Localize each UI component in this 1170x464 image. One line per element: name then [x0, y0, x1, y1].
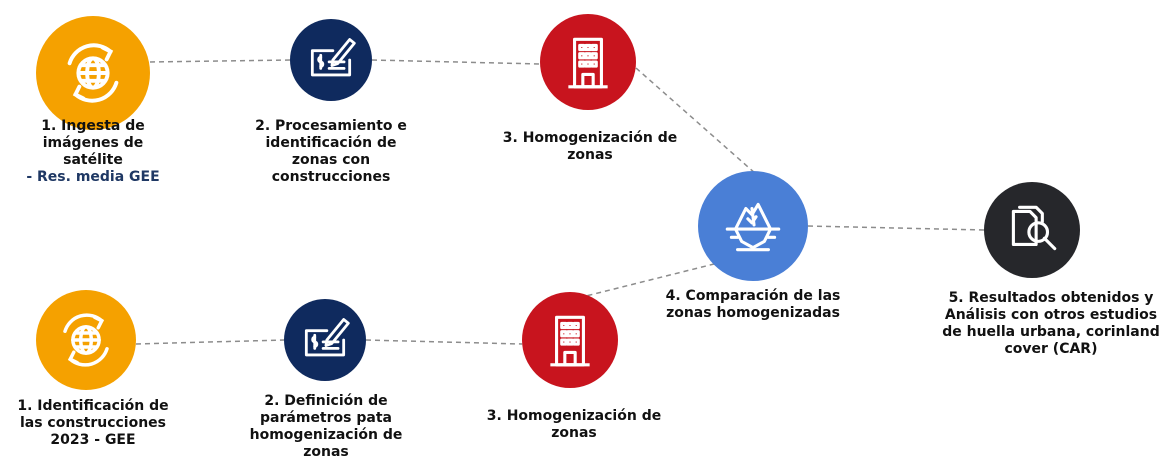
label-line: homogenización de — [249, 427, 403, 443]
label-line: zonas — [303, 444, 349, 460]
step-5-node — [984, 182, 1080, 278]
label-line: construcciones — [271, 169, 391, 185]
step-top-3-label: 3. Homogenización de zonas — [500, 130, 680, 164]
step-bottom-3-label: 3. Homogenización de zonas — [484, 408, 664, 442]
label-line: satélite — [63, 152, 123, 168]
label-line-highlight: - Res. media GEE — [26, 169, 160, 185]
connector-bottom-1-2 — [135, 339, 285, 345]
globe-sync-icon — [63, 313, 109, 367]
step-4-label: 4. Comparación de las zonas homogenizada… — [656, 288, 850, 322]
step-bottom-2-label: 2. Definición de parámetros pata homogen… — [244, 393, 408, 461]
building-icon — [550, 315, 590, 367]
label-line: las construcciones — [19, 415, 167, 431]
check-sign-icon — [310, 38, 356, 77]
step-bottom-3-node — [522, 292, 618, 388]
globe-sync-icon — [67, 43, 119, 103]
iceberg-icon — [725, 202, 781, 252]
label-line: 3. Homogenización de — [486, 408, 662, 424]
label-line: parámetros pata — [260, 410, 392, 426]
connector-top-1-2 — [149, 59, 291, 63]
step-top-1-label: 1. Ingesta de imágenes de satélite - Res… — [18, 118, 168, 186]
label-line: de huella urbana, corinland — [942, 324, 1160, 340]
document-search-icon — [1011, 205, 1057, 251]
label-line: Análisis con otros estudios — [944, 307, 1158, 323]
label-line: 2. Definición de — [264, 393, 388, 409]
step-top-2-node — [290, 19, 372, 101]
label-line: zonas — [551, 425, 597, 441]
connector-top-2-3 — [371, 59, 541, 65]
label-line: 4. Comparación de las — [665, 288, 841, 304]
step-4-node — [698, 171, 808, 281]
building-icon — [568, 37, 608, 89]
label-line: 2. Procesamiento e — [255, 118, 407, 134]
step-bottom-2-node — [284, 299, 366, 381]
label-line: 5. Resultados obtenidos y — [948, 290, 1154, 306]
label-line: 1. Identificación de — [17, 398, 169, 414]
label-line: 1. Ingesta de — [41, 118, 145, 134]
check-sign-icon — [304, 318, 350, 357]
label-line: 2023 - GEE — [50, 432, 136, 448]
step-top-1-node — [36, 16, 150, 130]
label-line: imágenes de — [42, 135, 144, 151]
label-line: zonas con — [291, 152, 371, 168]
connector-bottom-3-4 — [569, 261, 723, 301]
label-line: cover (CAR) — [1004, 341, 1098, 357]
connector-bottom-2-3 — [365, 339, 523, 345]
step-top-2-label: 2. Procesamiento e identificación de zon… — [246, 118, 416, 186]
label-line: identificación de — [265, 135, 397, 151]
step-5-label: 5. Resultados obtenidos y Análisis con o… — [936, 290, 1166, 358]
label-line: 3. Homogenización de — [502, 130, 678, 146]
step-top-3-node — [540, 14, 636, 110]
step-bottom-1-label: 1. Identificación de las construcciones … — [6, 398, 180, 449]
label-line: zonas homogenizadas — [666, 305, 840, 321]
connector-4-5 — [807, 225, 985, 231]
step-bottom-1-node — [36, 290, 136, 390]
label-line: zonas — [567, 147, 613, 163]
